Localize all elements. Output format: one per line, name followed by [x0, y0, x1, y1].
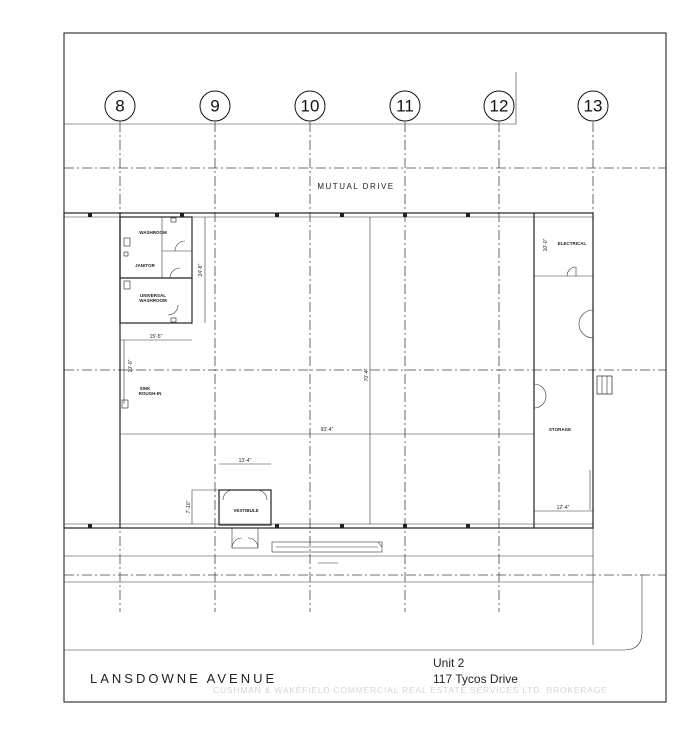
dimension-washroom-width: 15'-5": [150, 334, 163, 340]
room-label-sink-2: ROUGH-IN: [139, 391, 162, 396]
unit-address: 117 Tycos Drive: [433, 672, 518, 686]
dimension-vestibule-width: 13'-4": [239, 458, 252, 464]
walkway: [64, 528, 594, 645]
watermark: CUSHMAN & WAKEFIELD COMMERCIAL REAL ESTA…: [213, 685, 608, 695]
grid-label-13: 13: [584, 97, 603, 116]
room-label-universal-1: UNIVERSAL: [140, 293, 166, 298]
grid-label-10: 10: [301, 97, 320, 116]
dimension-storage-width: 12'-4": [557, 505, 570, 511]
room-label-storage: STORAGE: [549, 427, 571, 432]
grid-bubble-12: [483, 90, 515, 122]
dimension-washroom-height: 24'-8": [198, 263, 204, 276]
dimension-overall-depth: 70'-4": [364, 368, 370, 381]
room-label-vestibule: VESTIBULE: [233, 508, 258, 513]
dimension-sink-offset: 30'-0": [128, 359, 134, 372]
grid-bubble-11: [389, 90, 421, 122]
building-outline: [63, 212, 594, 529]
dimension-overall-width: 93'-4": [321, 427, 334, 433]
grid-bubble-10: [294, 90, 326, 122]
room-label-janitor: JANITOR: [135, 263, 155, 268]
room-label-sink-1: SINK: [140, 386, 152, 391]
vestibule: 13'-4" 7'-10" VESTIBULE: [186, 458, 272, 549]
curb-line: [64, 575, 643, 651]
dimension-vestibule-height: 7'-10": [186, 500, 192, 513]
electrical-room: ELECTRICAL 10'-0": [543, 238, 587, 277]
street-label-bottom: LANSDOWNE AVENUE: [90, 671, 277, 686]
grid-bubbles: 8 9 10 11 12 13: [104, 90, 609, 122]
room-label-electrical: ELECTRICAL: [558, 241, 587, 246]
street-label-top: MUTUAL DRIVE: [317, 182, 394, 191]
dimension-electrical-height: 10'-0": [543, 238, 549, 251]
grid-bubble-8: [104, 90, 136, 122]
grid-label-9: 9: [210, 97, 219, 116]
unit-label: Unit 2: [433, 656, 465, 670]
grid-label-8: 8: [115, 97, 124, 116]
grid-label-11: 11: [396, 97, 414, 116]
grid-label-12: 12: [490, 97, 509, 116]
room-label-washroom: WASHROOM: [139, 230, 167, 235]
storage-room: STORAGE 12'-4": [533, 309, 613, 512]
plan-frame: [63, 32, 667, 703]
washroom-block: WASHROOM JANITOR UNIVERSAL WASHROOM 15'-…: [119, 216, 206, 341]
sink-rough-in: 30'-0" SINK ROUGH-IN: [121, 340, 162, 409]
grid-bubble-13: [577, 90, 609, 122]
grid-bubble-9: [199, 90, 231, 122]
grid-axes: [64, 122, 666, 612]
room-label-universal-2: WASHROOM: [139, 298, 167, 303]
